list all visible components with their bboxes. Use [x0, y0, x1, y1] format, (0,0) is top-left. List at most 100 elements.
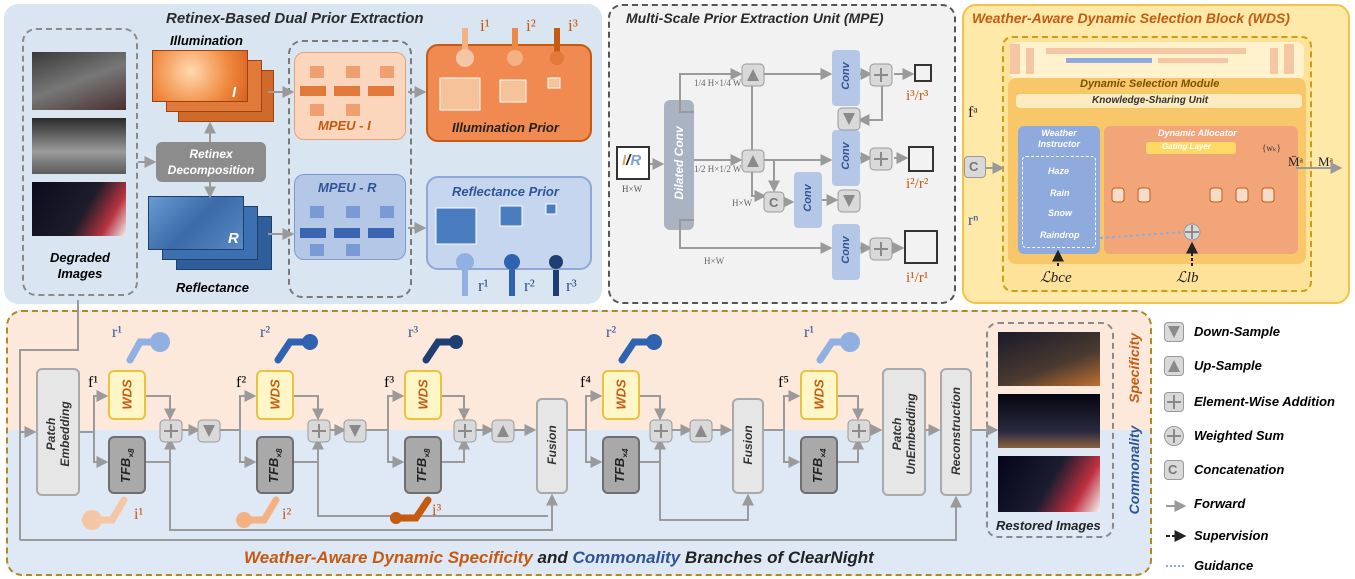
r1b-in-label: r¹ — [804, 324, 815, 341]
legend-add-icon — [1164, 392, 1184, 412]
wds-label-5: WDS — [811, 379, 827, 410]
instructor-label: Weather Instructor — [1037, 128, 1080, 149]
tfb-label-5: TFB×4 — [810, 448, 828, 483]
mpeu-group — [288, 40, 412, 298]
f2-label: f² — [236, 374, 247, 391]
wds-top-bar — [1010, 42, 1304, 80]
r1-in-label: r¹ — [112, 324, 123, 341]
mpe-out-3-label: i³/r³ — [906, 88, 929, 104]
weather-list — [1022, 156, 1096, 248]
gating-label: Gating Layer — [1162, 142, 1211, 151]
prior-i1-label: i¹ — [480, 16, 490, 35]
weather-instructor — [1018, 126, 1100, 254]
legend-up-icon — [1164, 356, 1184, 376]
wds-mabar-label: M̄ᵃ — [1288, 154, 1304, 169]
mpe-conv-3 — [794, 172, 822, 228]
illumination-label: Illumination — [170, 33, 243, 48]
prior-r3-label: r³ — [566, 276, 577, 295]
dilated-conv-label: Dilated Conv — [672, 126, 686, 200]
dsm-label: Dynamic Selection Module — [1080, 78, 1220, 90]
restored-label: Restored Images — [996, 518, 1101, 533]
restored-image-1 — [998, 332, 1100, 386]
illumination-i-letter: I — [232, 84, 237, 101]
mpe-input-hw: H×W — [622, 184, 643, 194]
bottom-title: Weather-Aware Dynamic Specificity and Co… — [244, 548, 874, 567]
legend-supervision: Supervision — [1194, 528, 1269, 543]
weather-snow: Snow — [1048, 208, 1072, 218]
scale-full: H×W — [704, 256, 725, 266]
legend-down-sample: Down-Sample — [1194, 324, 1280, 339]
ksu-label: Knowledge-Sharing Unit — [1092, 95, 1209, 106]
r2-in-label: r² — [260, 324, 271, 341]
wds-label-3: WDS — [415, 379, 431, 410]
degraded-image-1 — [32, 52, 126, 110]
legend-down-icon — [1164, 322, 1184, 342]
degraded-label: Degraded Images — [50, 250, 110, 281]
weather-rain: Rain — [1050, 188, 1070, 198]
patch-unembedding-label: Patch UnEmbedding — [890, 393, 918, 475]
allocator-label: Dynamic Allocator — [1158, 128, 1237, 138]
legend-up-sample: Up-Sample — [1194, 358, 1262, 373]
tfb-label-4: TFB×4 — [612, 448, 630, 483]
wds-label-1: WDS — [119, 379, 135, 410]
wds-ma-label: Mᵃ — [1318, 154, 1334, 169]
decomposition-label: Retinex Decomposition — [167, 147, 255, 177]
mpe-out-2 — [908, 146, 934, 172]
retinex-title: Retinex-Based Dual Prior Extraction — [166, 10, 424, 27]
prior-r1-label: r¹ — [478, 276, 489, 295]
weather-raindrop: Raindrop — [1040, 230, 1080, 240]
mpe-out-1 — [904, 230, 938, 264]
tfb-label-1: TFB×8 — [118, 448, 136, 483]
reconstruction — [940, 368, 972, 496]
legend-weighted-sum-icon — [1164, 426, 1184, 446]
legend-concat-letter: C — [1168, 462, 1178, 477]
wds-block-5 — [800, 370, 838, 420]
mpe-out-3 — [914, 64, 932, 82]
wds-concat-node — [964, 156, 986, 178]
degraded-group — [22, 28, 138, 296]
wds-rn-label: rⁿ — [968, 212, 979, 229]
legend-concatenation: Concatenation — [1194, 462, 1285, 477]
lbce-label: ℒbce — [1040, 270, 1072, 286]
f3-label: f³ — [384, 374, 395, 391]
mpe-conv-2 — [832, 130, 860, 186]
wds-block-2 — [256, 370, 294, 420]
legend-forward: Forward — [1194, 496, 1246, 511]
prior-r2-label: r² — [524, 276, 535, 295]
fusion-label-1: Fusion — [545, 425, 559, 465]
i2-in-label: i² — [282, 506, 292, 523]
wds-block-4 — [602, 370, 640, 420]
legend-weighted-sum: Weighted Sum — [1194, 428, 1285, 443]
mpe-conv-1 — [832, 50, 860, 106]
legend-concat-icon — [1164, 460, 1184, 480]
reconstruction-label: Reconstruction — [949, 387, 963, 476]
mpe-input-label: I/R — [622, 152, 642, 169]
wds-title: Weather-Aware Dynamic Selection Block (W… — [972, 10, 1290, 26]
prior-i2-label: i² — [526, 16, 536, 35]
mpeu-i-label: MPEU - I — [318, 118, 371, 133]
wk-label: {wₖ} — [1262, 143, 1281, 153]
mpe-conv-2-label: Conv — [840, 142, 852, 170]
tfb-label-2: TFB×8 — [266, 448, 284, 483]
dilated-conv — [664, 100, 694, 230]
wds-block-3 — [404, 370, 442, 420]
patch-unembedding — [882, 368, 926, 496]
f1-label: f¹ — [88, 374, 99, 391]
restored-image-3 — [998, 456, 1100, 512]
i1-in-label: i¹ — [134, 506, 144, 523]
wds-label-2: WDS — [267, 379, 283, 410]
wds-block-1 — [108, 370, 146, 420]
knowledge-sharing-unit — [1016, 94, 1302, 108]
illumination-prior-label: Illumination Prior — [452, 120, 559, 135]
weather-haze: Haze — [1048, 166, 1070, 176]
wds-label-4: WDS — [613, 379, 629, 410]
mpe-out-2-label: i²/r² — [906, 176, 929, 192]
mpe-conv-4-label: Conv — [840, 236, 852, 264]
f5-label: f⁵ — [778, 374, 789, 391]
reflectance-prior-label: Reflectance Prior — [452, 184, 559, 199]
degraded-image-2 — [32, 118, 126, 174]
tfb-block-4 — [602, 436, 640, 494]
i3-in-label: i³ — [432, 502, 442, 519]
tfb-block-5 — [800, 436, 838, 494]
